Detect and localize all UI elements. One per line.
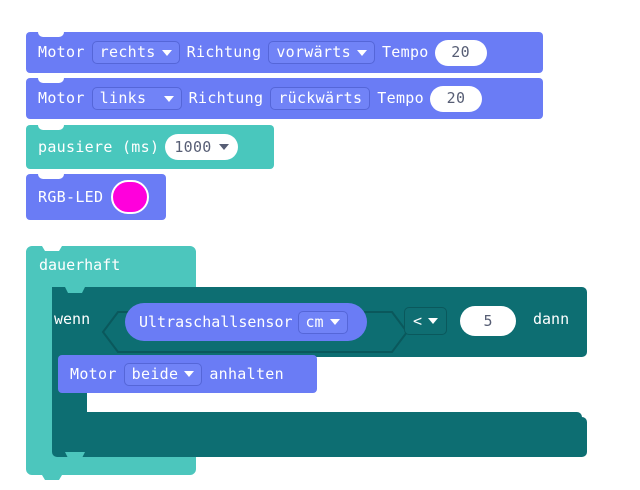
pause-duration-value: 1000 [174, 137, 212, 156]
motor-links-block[interactable]: Motor links Richtung rückwärts Tempo 20 [26, 78, 543, 119]
ultrasonic-sensor-reporter[interactable]: Ultraschallsensor cm [125, 303, 367, 341]
motor-links-label-1: Motor [38, 89, 85, 107]
color-swatch-icon[interactable] [111, 180, 150, 214]
motor-rechts-direction-value: vorwärts [276, 43, 351, 61]
motor-rechts-side-value: rechts [99, 43, 156, 61]
chevron-down-icon [218, 144, 229, 150]
motor-rechts-direction-dropdown[interactable]: vorwärts [268, 41, 375, 64]
motor-rechts-block[interactable]: Motor rechts Richtung vorwärts Tempo 20 [26, 32, 543, 73]
ultrasonic-unit-dropdown[interactable]: cm [297, 310, 348, 334]
pause-duration-input[interactable]: 1000 [165, 134, 238, 160]
chevron-down-icon [356, 49, 367, 56]
if-prefix-label: wenn [54, 310, 91, 328]
motor-links-label-3: Tempo [377, 89, 424, 107]
rgb-led-block[interactable]: RGB-LED [26, 174, 166, 220]
forever-loop-label: dauerhaft [39, 256, 121, 274]
motor-links-side-dropdown[interactable]: links [91, 87, 182, 110]
ultrasonic-unit-value: cm [305, 312, 324, 331]
motor-anhalten-target-dropdown[interactable]: beide [123, 362, 203, 386]
pause-label: pausiere (ms) [38, 137, 160, 156]
motor-anhalten-target-value: beide [131, 364, 179, 383]
if-suffix-label: dann [533, 310, 570, 328]
motor-links-direction-dropdown[interactable]: rückwärts [270, 87, 371, 110]
pause-block[interactable]: pausiere (ms) 1000 [26, 125, 274, 169]
if-footer-band [52, 412, 582, 452]
motor-links-label-2: Richtung [188, 89, 264, 107]
motor-anhalten-label-2: anhalten [209, 364, 284, 383]
motor-rechts-side-dropdown[interactable]: rechts [91, 41, 180, 64]
motor-links-speed-input[interactable]: 20 [429, 85, 482, 112]
motor-anhalten-block[interactable]: Motor beide anhalten [58, 355, 317, 393]
chevron-down-icon [161, 49, 172, 56]
rgb-led-label: RGB-LED [38, 187, 104, 206]
block-editor-canvas: Motor rechts Richtung vorwärts Tempo 20 … [26, 32, 587, 480]
motor-anhalten-label-1: Motor [70, 364, 117, 383]
chevron-down-icon [329, 319, 340, 325]
motor-rechts-label-2: Richtung [186, 43, 262, 61]
comparison-operator-dropdown[interactable]: < [404, 307, 448, 335]
chevron-down-icon [163, 95, 174, 102]
if-bottom-notch [65, 452, 85, 458]
if-top-notch [65, 287, 85, 293]
ultrasonic-sensor-label: Ultraschallsensor [139, 313, 293, 331]
comparison-operator-value: < [413, 312, 423, 330]
chevron-down-icon [428, 318, 439, 324]
comparison-operand-input[interactable]: 5 [460, 306, 516, 336]
chevron-down-icon [184, 371, 195, 377]
motor-rechts-label-1: Motor [38, 43, 85, 61]
motor-links-direction-value: rückwärts [278, 89, 363, 107]
motor-rechts-speed-input[interactable]: 20 [434, 39, 487, 66]
motor-rechts-label-3: Tempo [381, 43, 429, 61]
motor-links-side-value: links [99, 89, 147, 107]
